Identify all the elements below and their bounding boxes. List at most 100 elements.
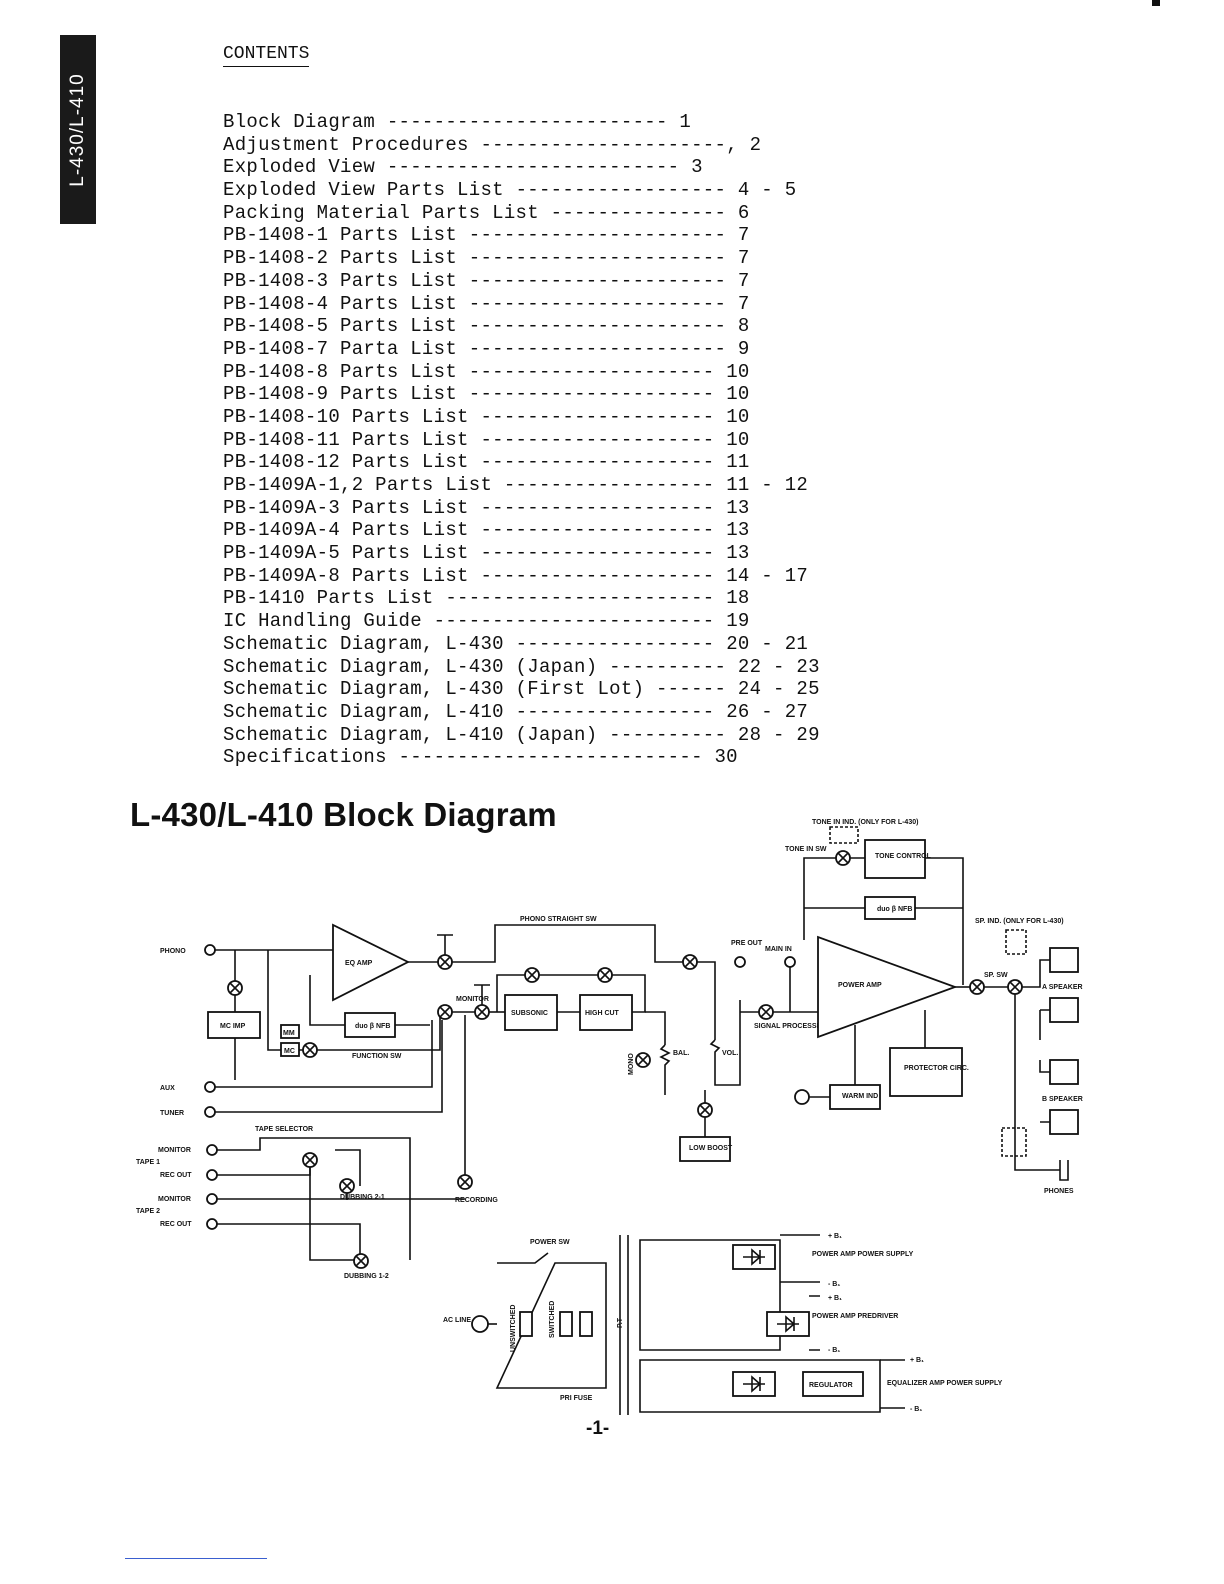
label-monitor-1: MONITOR	[158, 1147, 191, 1154]
toc-entry-page: 7	[737, 269, 750, 292]
toc-entry-title: Exploded View	[223, 156, 376, 179]
toc-entry: Schematic Diagram, L-430 (First Lot) ---…	[223, 678, 820, 701]
toc-entry-leader: ------------------------	[386, 111, 668, 133]
label-phones: PHONES	[1044, 1188, 1074, 1195]
label-aux: AUX	[160, 1085, 175, 1092]
mc-imp-box: MC IMP	[220, 1023, 246, 1030]
toc-entry-leader: ----------------------	[468, 247, 727, 270]
toc-entry-title: Schematic Diagram, L-410 (Japan)	[223, 723, 598, 746]
label-dubbing-2-1: DUBBING 2-1	[340, 1194, 385, 1201]
toc-entry: PB-1408-1 Parts List -------------------…	[223, 224, 820, 247]
toc-entry-leader: ---------------------	[468, 360, 715, 383]
toc-entry: PB-1408-5 Parts List -------------------…	[223, 315, 820, 338]
toc-entry-page: 10	[726, 405, 750, 428]
toc-entry-title: PB-1409A-3 Parts List	[223, 496, 469, 519]
toc-entry: Schematic Diagram, L-410 ---------------…	[223, 701, 820, 724]
toc-entry: Specifications -------------------------…	[223, 746, 820, 769]
toc-entry-page: 26 - 27	[726, 700, 809, 723]
toc-entry: PB-1409A-5 Parts List ------------------…	[223, 542, 820, 565]
label-mono: MONO	[628, 1053, 635, 1075]
toc-entry: PB-1408-11 Parts List ------------------…	[223, 429, 820, 452]
toc-entry-leader: ---------------------,	[480, 133, 738, 156]
label-tape-selector: TAPE SELECTOR	[255, 1126, 313, 1133]
label-power-amp-supply: POWER AMP POWER SUPPLY	[812, 1251, 914, 1258]
high-cut-box: HIGH CUT	[585, 1010, 620, 1017]
toc-entry-page: 10	[726, 383, 750, 406]
toc-entry-page: 13	[726, 519, 750, 542]
duo-nfb-right-box: duo β NFB	[877, 906, 912, 913]
toc-entry-title: PB-1408-1 Parts List	[223, 224, 458, 247]
toc-entry-leader: ----------	[609, 655, 727, 678]
toc-entry-leader: --------------------	[480, 564, 715, 587]
toc-entry-page: 14 - 17	[726, 564, 809, 587]
toc-entry-leader: --------------------	[480, 405, 715, 428]
toc-entry-leader: -------------------------	[386, 156, 680, 179]
label-pri-fuse: PRI FUSE	[560, 1395, 593, 1402]
regulator-box: REGULATOR	[809, 1382, 853, 1389]
bottom-rule	[125, 1558, 267, 1559]
label-tuner: TUNER	[160, 1110, 184, 1117]
toc-entry-leader: ----------------------	[468, 315, 727, 338]
protector-circ-box: PROTECTOR CIRC.	[904, 1065, 969, 1072]
toc-entry-page: 19	[726, 610, 750, 633]
toc-entry-title: PB-1408-2 Parts List	[223, 247, 458, 270]
subsonic-box: SUBSONIC	[511, 1010, 548, 1017]
toc-entry-leader: -----------------------	[445, 587, 715, 610]
toc-entry-title: PB-1408-10 Parts List	[223, 405, 469, 428]
power-amp-block: POWER AMP	[838, 982, 882, 989]
toc-entry: PB-1408-2 Parts List -------------------…	[223, 247, 820, 270]
toc-entry-page: 28 - 29	[737, 723, 820, 746]
toc-entry: PB-1410 Parts List ---------------------…	[223, 587, 820, 610]
toc-entry-page: 11	[726, 451, 750, 474]
toc-entry: PB-1408-9 Parts List -------------------…	[223, 383, 820, 406]
warm-ind-box: WARM IND	[842, 1093, 878, 1100]
toc-entry-page: 18	[726, 587, 750, 610]
toc-entry-leader: ----------------------	[468, 337, 727, 360]
toc-entry-page: 30	[714, 746, 738, 769]
toc-entry: PB-1408-10 Parts List ------------------…	[223, 406, 820, 429]
toc-entry-title: PB-1408-3 Parts List	[223, 269, 458, 292]
eq-amp-block: EQ AMP	[345, 960, 373, 967]
label-tone-ind: TONE IN IND. (ONLY FOR L-430)	[812, 819, 918, 826]
toc-entry-page: 3	[691, 156, 703, 179]
toc-entry-page: 22 - 23	[737, 655, 820, 678]
toc-entry-page: 13	[726, 496, 750, 519]
label-power-amp-predriver: POWER AMP PREDRIVER	[812, 1313, 898, 1320]
toc-entry-leader: ----------	[609, 723, 727, 746]
label-minus-b-2: - B₁	[828, 1347, 840, 1354]
contents-heading: CONTENTS	[223, 44, 310, 67]
label-sp-sw: SP. SW	[984, 972, 1008, 979]
toc-entry-leader: ----------------------	[468, 224, 727, 247]
label-monitor-2: MONITOR	[158, 1196, 191, 1203]
toc-entry: PB-1408-3 Parts List -------------------…	[223, 270, 820, 293]
toc-entry-title: PB-1409A-1,2 Parts List	[223, 474, 493, 496]
toc-entry-leader: --------------------	[480, 519, 715, 542]
toc-entry-page: 10	[726, 428, 750, 451]
toc-entry-leader: --------------------	[480, 542, 715, 565]
toc-entry-page: 6	[737, 201, 750, 224]
label-ac-line: AC LINE	[443, 1317, 471, 1324]
duo-nfb-left-box: duo β NFB	[355, 1023, 390, 1030]
toc-entry-title: PB-1409A-4 Parts List	[223, 519, 469, 542]
toc-entry-page: 24 - 25	[737, 678, 820, 701]
toc-entry-title: Schematic Diagram, L-430 (Japan)	[223, 655, 598, 678]
tone-control-box: TONE CONTROL	[875, 853, 932, 860]
toc-entry-title: Exploded View Parts List	[223, 179, 504, 202]
toc-entry-leader: ------	[655, 678, 727, 701]
toc-entry-leader: ---------------------	[468, 383, 715, 406]
toc-entry-title: Adjustment Procedures	[223, 133, 469, 156]
toc-entry-page: 13	[726, 542, 750, 565]
toc-entry: PB-1408-12 Parts List ------------------…	[223, 451, 820, 474]
toc-entry-title: PB-1408-4 Parts List	[223, 292, 458, 315]
label-plus-b-1: + B₁	[828, 1233, 842, 1240]
toc-entry: PB-1409A-1,2 Parts List ----------------…	[223, 474, 820, 497]
toc-entry-title: Schematic Diagram, L-430 (First Lot)	[223, 678, 645, 701]
corner-mark	[1152, 0, 1160, 6]
label-plus-b-3: + B₁	[910, 1357, 924, 1364]
block-diagram-title: L-430/L-410 Block Diagram	[130, 796, 557, 833]
label-bal: BAL.	[673, 1050, 689, 1057]
toc-entry-title: Schematic Diagram, L-410	[223, 700, 504, 723]
label-plus-b-2: + B₁	[828, 1295, 842, 1302]
label-main-in: MAIN IN	[765, 946, 792, 953]
